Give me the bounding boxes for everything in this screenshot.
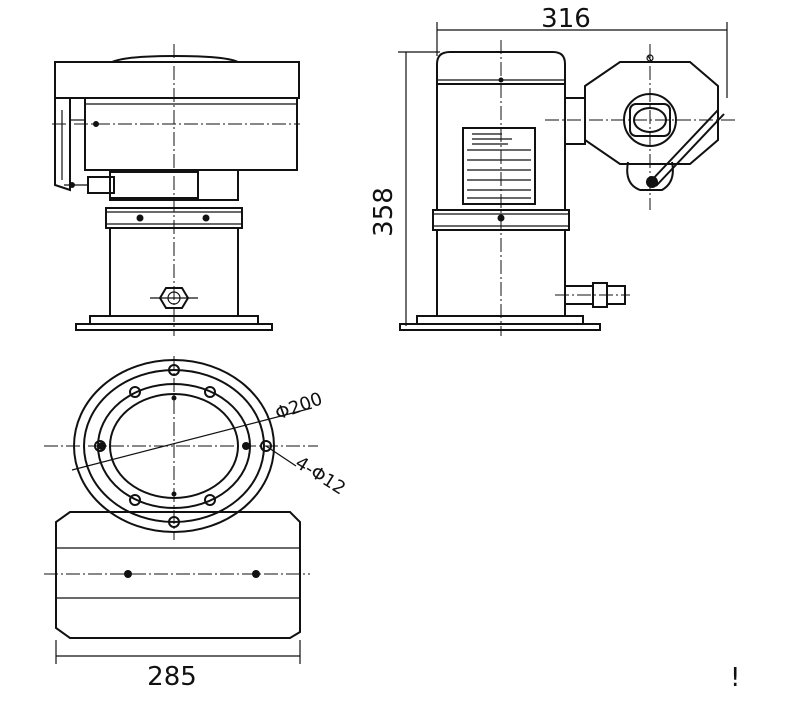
side-view [398,22,735,336]
dim-overall-height: 358 [369,187,399,237]
dim-flange-diameter: Φ200 [273,388,326,424]
dim-overall-width: 316 [541,4,591,34]
stray-mark: ! [730,663,740,693]
dim-bottom-width: 285 [147,662,197,692]
front-view [52,44,300,336]
dim-bolt-holes: 4-Φ12 [291,452,349,499]
top-view [44,356,318,664]
